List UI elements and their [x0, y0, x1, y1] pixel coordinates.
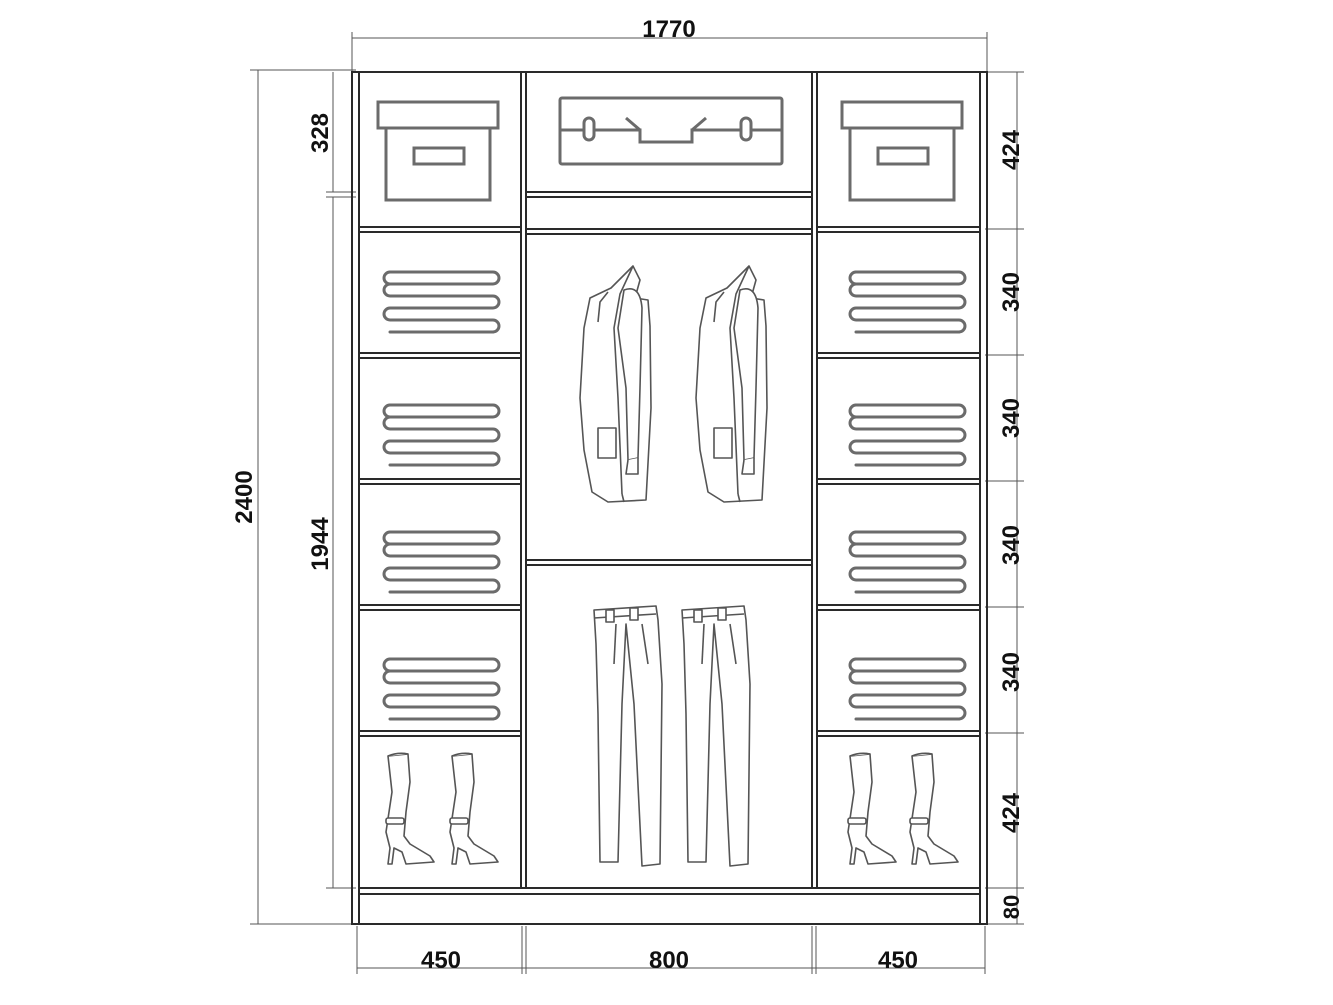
boots-icon-left	[385, 752, 499, 865]
dim-inner-height: 1944	[307, 517, 334, 571]
trousers-icon-1	[593, 605, 663, 867]
folded-clothes-icon-right-3	[848, 530, 967, 594]
dim-total-width: 1770	[642, 16, 695, 43]
folded-clothes-icon-left-3	[382, 530, 501, 594]
dim-right-width: 450	[878, 947, 918, 974]
folded-clothes-icon-left-2	[382, 403, 501, 467]
jacket-icon-1	[579, 265, 652, 503]
folded-clothes-icon-right-2	[848, 403, 967, 467]
dimension-lines	[250, 32, 1024, 974]
dim-total-height: 2400	[231, 470, 258, 523]
trousers-icon-2	[681, 605, 751, 867]
storage-box-icon-left	[376, 100, 500, 202]
dim-right-row-2: 340	[998, 272, 1025, 312]
suitcase-icon	[558, 96, 784, 166]
dim-middle-width: 800	[649, 947, 689, 974]
boots-icon-right	[847, 752, 959, 865]
jacket-icon-2	[695, 265, 768, 503]
dim-right-row-1: 424	[998, 129, 1025, 170]
dim-right-row-4: 340	[998, 525, 1025, 565]
wardrobe-frame	[351, 71, 988, 925]
folded-clothes-icon-right-4	[848, 657, 967, 721]
folded-clothes-icon-right-1	[848, 270, 967, 334]
dim-right-row-6: 424	[998, 792, 1025, 833]
dim-plinth: 80	[999, 895, 1024, 919]
dim-right-row-5: 340	[998, 652, 1025, 692]
dim-left-width: 450	[421, 947, 461, 974]
dim-right-row-3: 340	[998, 398, 1025, 438]
folded-clothes-icon-left-4	[382, 657, 501, 721]
storage-box-icon-right	[840, 100, 964, 202]
dim-top-left-height: 328	[307, 113, 334, 153]
folded-clothes-icon-left-1	[382, 270, 501, 334]
